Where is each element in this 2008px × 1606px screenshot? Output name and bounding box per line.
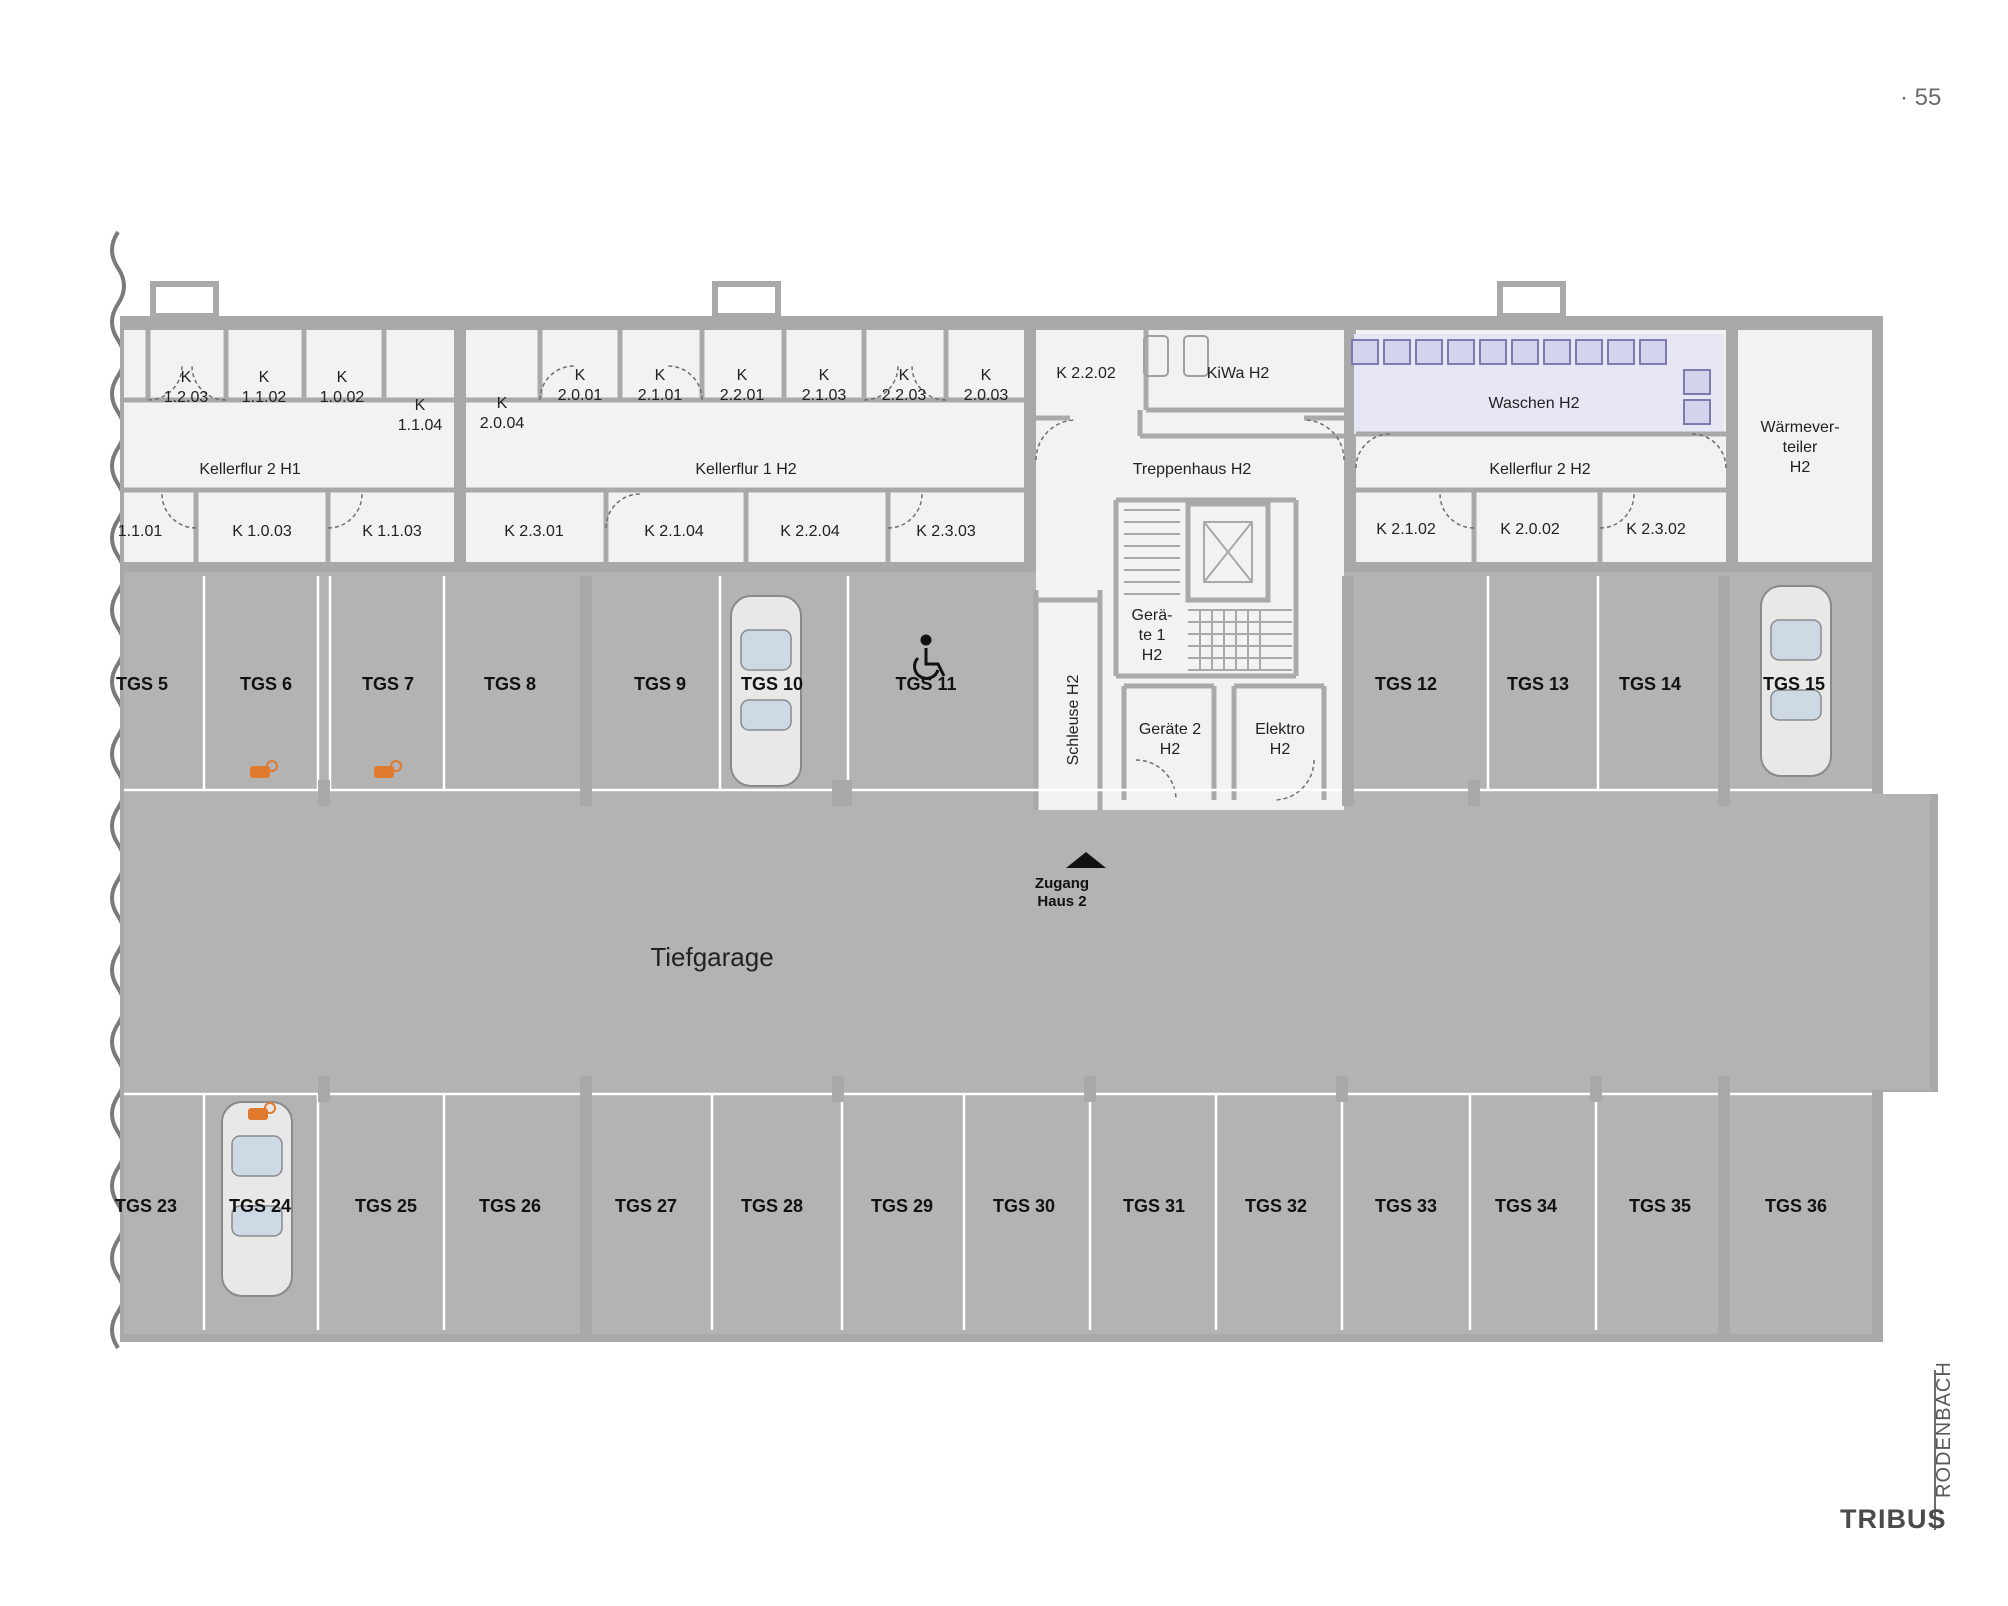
label-k2004-a: K bbox=[497, 395, 508, 412]
label-k2201-b: 2.2.01 bbox=[720, 387, 765, 404]
label-k2003-a: K bbox=[981, 367, 992, 384]
label-k2203-b: 2.2.03 bbox=[882, 387, 927, 404]
garage-floor bbox=[124, 572, 1930, 1334]
parking-tgs-25: TGS 25 bbox=[355, 1196, 417, 1216]
label-k2001-a: K bbox=[575, 367, 586, 384]
label-k1102-a: K bbox=[259, 369, 270, 386]
brand-name: TRIBUS bbox=[1840, 1504, 1947, 1534]
parking-tgs-14: TGS 14 bbox=[1619, 674, 1681, 694]
parking-tgs-6: TGS 6 bbox=[240, 674, 292, 694]
parking-tgs-10: TGS 10 bbox=[741, 674, 803, 694]
brand-divider bbox=[1934, 1370, 1936, 1530]
label-kellerflur-2-h2: Kellerflur 2 H2 bbox=[1489, 461, 1590, 478]
label-geraete1-1: Gerä- bbox=[1132, 607, 1173, 624]
label-k2101-b: 2.1.01 bbox=[638, 387, 683, 404]
parking-tgs-27: TGS 27 bbox=[615, 1196, 677, 1216]
label-geraete1-3: H2 bbox=[1142, 647, 1163, 664]
parking-tgs-32: TGS 32 bbox=[1245, 1196, 1307, 1216]
label-k2203-a: K bbox=[899, 367, 910, 384]
wheelchair-icon bbox=[913, 634, 946, 680]
parking-tgs-29: TGS 29 bbox=[871, 1196, 933, 1216]
label-k1002-b: 1.0.02 bbox=[320, 389, 365, 406]
label-k2104: K 2.1.04 bbox=[644, 523, 704, 540]
parking-lines bbox=[124, 576, 1872, 1330]
label-kellerflur-h1: Kellerflur 2 H1 bbox=[199, 461, 300, 478]
parking-tgs-30: TGS 30 bbox=[993, 1196, 1055, 1216]
parking-tgs-9: TGS 9 bbox=[634, 674, 686, 694]
parking-tgs-35: TGS 35 bbox=[1629, 1196, 1691, 1216]
parking-tgs-36: TGS 36 bbox=[1765, 1196, 1827, 1216]
door-swings bbox=[147, 365, 1727, 801]
label-k2101-a: K bbox=[655, 367, 666, 384]
ev-charging-icon bbox=[248, 760, 402, 1120]
parking-tgs-26: TGS 26 bbox=[479, 1196, 541, 1216]
label-k2202: K 2.2.02 bbox=[1056, 365, 1116, 382]
label-k1203-b: 1.2.03 bbox=[164, 389, 209, 406]
parking-tgs-34: TGS 34 bbox=[1495, 1196, 1557, 1216]
stairwell bbox=[1124, 501, 1292, 671]
parking-tgs-23: TGS 23 bbox=[115, 1196, 177, 1216]
label-kiwa: KiWa H2 bbox=[1207, 365, 1270, 382]
brand-location: RODENBACH bbox=[1933, 1361, 1955, 1498]
partitions bbox=[124, 330, 1726, 810]
parking-tgs-13: TGS 13 bbox=[1507, 674, 1569, 694]
label-geraete2-2: H2 bbox=[1160, 741, 1181, 758]
label-k1203-a: K bbox=[181, 369, 192, 386]
car-windshields bbox=[231, 619, 1822, 1237]
parking-tgs-15: TGS 15 bbox=[1763, 674, 1825, 694]
label-garage: Tiefgarage bbox=[650, 942, 773, 972]
label-waerme-2: teiler bbox=[1783, 439, 1818, 456]
label-waerme-3: H2 bbox=[1790, 459, 1811, 476]
label-k2103-b: 2.1.03 bbox=[802, 387, 847, 404]
parking-tgs-8: TGS 8 bbox=[484, 674, 536, 694]
label-k1104-a: K bbox=[415, 397, 426, 414]
label-elektro-1: Elektro bbox=[1255, 721, 1305, 738]
parking-tgs-28: TGS 28 bbox=[741, 1196, 803, 1216]
label-k2003-b: 2.0.03 bbox=[964, 387, 1009, 404]
page-number: · 55 bbox=[1900, 84, 1942, 111]
kiwa-strollers bbox=[1143, 335, 1209, 377]
label-k2001-b: 2.0.01 bbox=[558, 387, 603, 404]
label-k2002: K 2.0.02 bbox=[1500, 521, 1560, 538]
label-k2004-b: 2.0.04 bbox=[480, 415, 525, 432]
label-access-1: Zugang bbox=[1035, 875, 1089, 892]
columns bbox=[318, 576, 1730, 1334]
light-shafts bbox=[150, 281, 1566, 319]
parking-tgs-7: TGS 7 bbox=[362, 674, 414, 694]
label-k2204: K 2.2.04 bbox=[780, 523, 840, 540]
parking-tgs-33: TGS 33 bbox=[1375, 1196, 1437, 1216]
label-waschen: Waschen H2 bbox=[1489, 395, 1580, 412]
label-k2302: K 2.3.02 bbox=[1626, 521, 1686, 538]
parking-tgs-11: TGS 11 bbox=[895, 674, 956, 694]
label-k1102-b: 1.1.02 bbox=[242, 389, 287, 406]
label-geraete2-1: Geräte 2 bbox=[1139, 721, 1201, 738]
label-k1104-b: 1.1.04 bbox=[398, 417, 443, 434]
label-kellerflur-1-h2: Kellerflur 1 H2 bbox=[695, 461, 796, 478]
label-k2201-a: K bbox=[737, 367, 748, 384]
triangle-up-icon bbox=[1066, 852, 1106, 868]
label-geraete1-2: te 1 bbox=[1139, 627, 1166, 644]
parking-tgs-12: TGS 12 bbox=[1375, 674, 1437, 694]
label-k1002-a: K bbox=[337, 369, 348, 386]
label-access-2: Haus 2 bbox=[1037, 893, 1086, 910]
label-k2303: K 2.3.03 bbox=[916, 523, 976, 540]
label-k2102: K 2.1.02 bbox=[1376, 521, 1436, 538]
parking-tgs-31: TGS 31 bbox=[1123, 1196, 1185, 1216]
label-schleuse: Schleuse H2 bbox=[1065, 675, 1082, 766]
label-k1101: 1.1.01 bbox=[118, 523, 163, 540]
label-waerme-1: Wärmever- bbox=[1760, 419, 1839, 436]
label-k2301: K 2.3.01 bbox=[504, 523, 564, 540]
label-stair: Treppenhaus H2 bbox=[1133, 461, 1252, 478]
label-k1103: K 1.1.03 bbox=[362, 523, 422, 540]
parking-tgs-5: TGS 5 bbox=[116, 674, 168, 694]
brand-logo: TRIBUS RODENBACH bbox=[1830, 1361, 1955, 1534]
parking-tgs-24: TGS 24 bbox=[229, 1196, 291, 1216]
washing-machines bbox=[1351, 339, 1711, 425]
label-elektro-2: H2 bbox=[1270, 741, 1291, 758]
label-k1003: K 1.0.03 bbox=[232, 523, 292, 540]
label-k2103-a: K bbox=[819, 367, 830, 384]
